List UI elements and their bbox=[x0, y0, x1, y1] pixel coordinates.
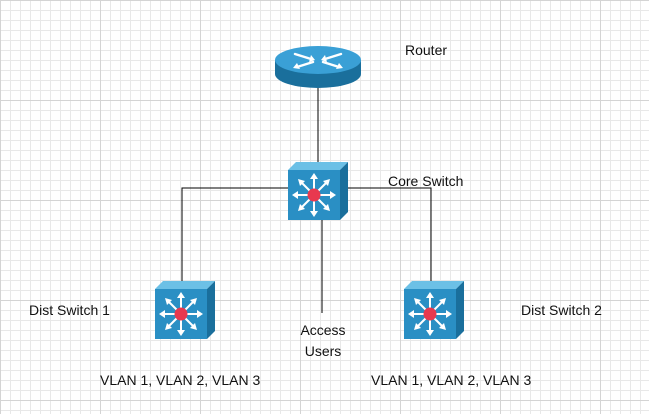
dist-switch-2-label: Dist Switch 2 bbox=[521, 302, 602, 318]
access-users-label: Access Users bbox=[292, 322, 354, 360]
dist-switch-1-label: Dist Switch 1 bbox=[29, 302, 110, 318]
dist-switch-1-icon[interactable] bbox=[155, 281, 215, 339]
core-switch-label: Core Switch bbox=[388, 173, 464, 189]
dist-switch-2-vlans: VLAN 1, VLAN 2, VLAN 3 bbox=[371, 372, 532, 388]
link-core-dist2 bbox=[346, 187, 432, 281]
router-label: Router bbox=[405, 42, 448, 58]
core-switch-icon[interactable] bbox=[288, 162, 348, 220]
access-users-line-1: Access bbox=[300, 322, 346, 338]
dist-switch-2-icon[interactable] bbox=[404, 281, 464, 339]
router-icon[interactable] bbox=[273, 40, 363, 92]
dist-switch-1-vlans: VLAN 1, VLAN 2, VLAN 3 bbox=[100, 372, 261, 388]
access-users-line-2: Users bbox=[304, 343, 342, 359]
link-core-dist1 bbox=[181, 187, 288, 281]
